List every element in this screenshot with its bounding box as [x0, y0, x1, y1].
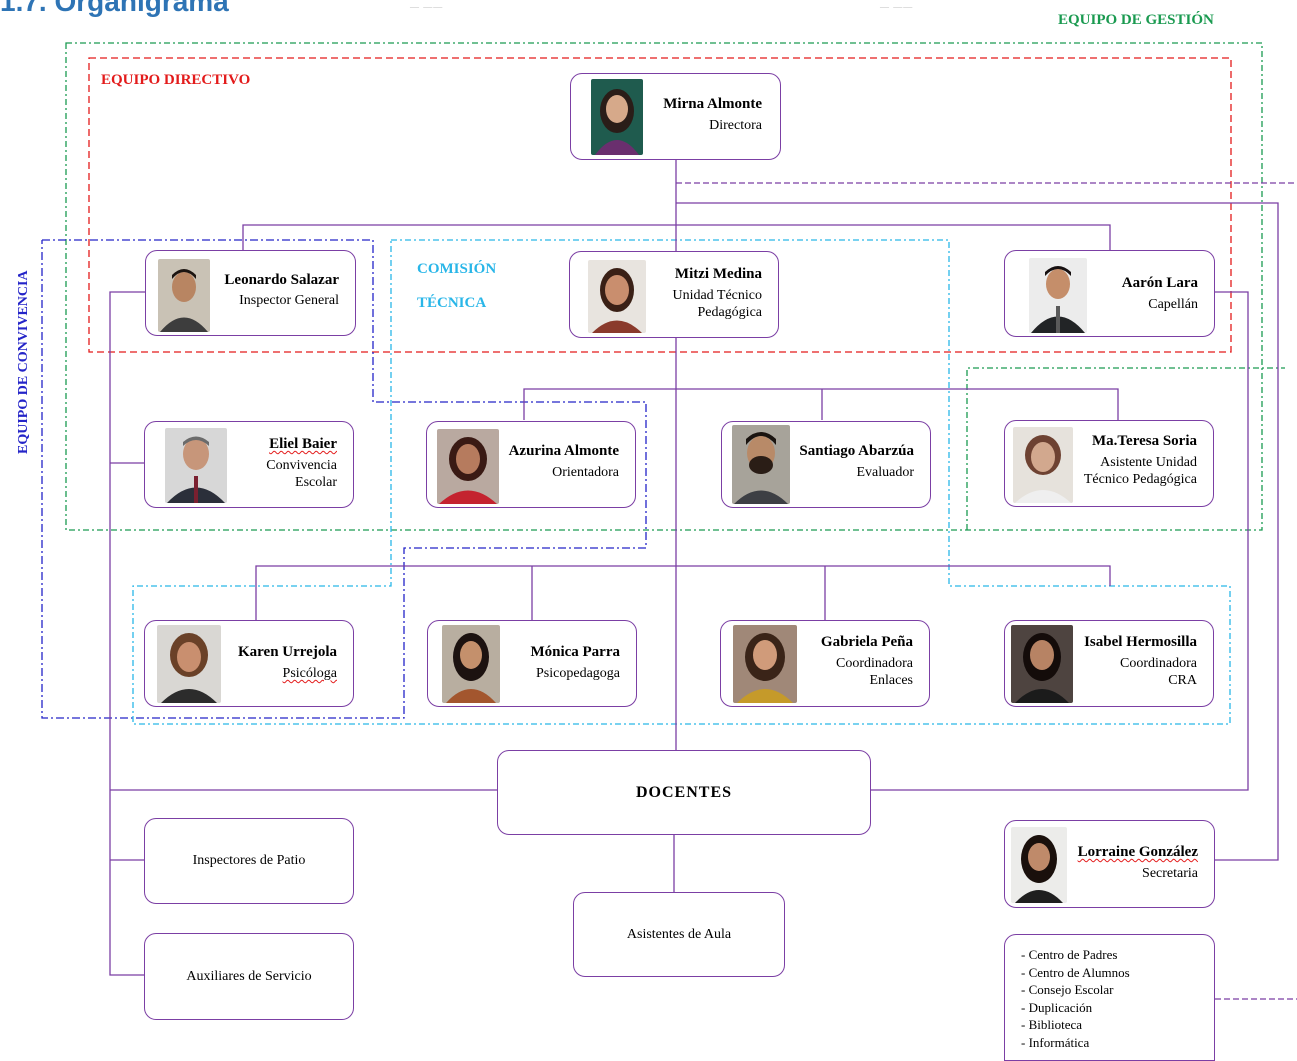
equipo-gestion-boundary	[65, 42, 1263, 531]
faint-mark: — ——	[880, 2, 914, 12]
comision-tecnica-label: COMISIÓN TÉCNICA	[417, 252, 496, 320]
role-line: Unidad Técnico	[672, 288, 762, 303]
portrait-photo	[732, 425, 790, 504]
portrait-photo	[165, 428, 227, 503]
list-item: Centro de Alumnos	[1021, 964, 1130, 982]
person-name: Gabriela Peña	[820, 634, 913, 650]
person-name: Eliel Baier	[269, 436, 337, 453]
portrait-photo	[733, 625, 797, 703]
portrait-photo	[1011, 625, 1073, 703]
auxiliares-servicio-box[interactable]: Auxiliares de Servicio	[144, 933, 354, 1020]
card-teresa-soria[interactable]: Ma.Teresa Soria Asistente Unidad Técnico…	[1004, 420, 1214, 507]
line-right-bus	[676, 202, 1279, 861]
list-item: Consejo Escolar	[1021, 981, 1130, 999]
person-name: Mirna Almonte	[663, 96, 762, 112]
portrait-photo	[1011, 827, 1067, 903]
list-item: Duplicación	[1021, 999, 1130, 1017]
person-role: Directora	[709, 118, 762, 133]
name-text: Lorraine González	[1077, 844, 1198, 860]
person-name: Leonardo Salazar	[224, 272, 339, 288]
portrait-photo	[588, 260, 646, 333]
person-name: Mónica Parra	[530, 644, 620, 660]
person-role: Evaluador	[856, 465, 914, 480]
role-line: Coordinadora	[1120, 656, 1197, 671]
person-name: Azurina Almonte	[508, 443, 619, 459]
portrait-photo	[1029, 258, 1087, 333]
person-role: Secretaria	[1142, 866, 1198, 881]
person-role: Capellán	[1148, 297, 1198, 312]
portrait-photo	[158, 259, 210, 332]
role-line: Asistente Unidad	[1100, 455, 1197, 470]
person-role: Psicóloga	[283, 665, 337, 682]
person-role: Psicopedagoga	[536, 666, 620, 681]
person-name: Ma.Teresa Soria	[1092, 433, 1197, 449]
person-role: Unidad Técnico Pedagógica	[672, 287, 762, 321]
role-line: Técnico Pedagógica	[1083, 472, 1197, 487]
name-text: Santiago Abarzúa	[799, 443, 914, 459]
person-role: Coordinadora Enlaces	[836, 655, 913, 689]
person-name: Santiago Abarzúa	[799, 443, 914, 460]
line-level3	[523, 388, 1119, 420]
line-left-bus	[109, 291, 145, 976]
other-units-list: Centro de Padres Centro de Alumnos Conse…	[1021, 946, 1130, 1051]
line-level4	[255, 565, 1111, 620]
card-monica-parra[interactable]: Mónica Parra Psicopedagoga	[427, 620, 637, 707]
person-name: Lorraine González	[1078, 844, 1198, 861]
faint-mark: — ——	[410, 2, 444, 12]
card-mirna-almonte[interactable]: Mirna Almonte Directora	[570, 73, 781, 160]
card-aaron-lara[interactable]: Aarón Lara Capellán	[1004, 250, 1215, 337]
comision-tecnica-line2: TÉCNICA	[417, 295, 487, 311]
role-line: CRA	[1168, 673, 1197, 688]
role-line: Enlaces	[869, 673, 913, 688]
asistentes-aula-box[interactable]: Asistentes de Aula	[573, 892, 785, 977]
line-aaron-bus	[871, 291, 1249, 791]
role-line: Convivencia	[266, 458, 337, 473]
name-text: Karen Urrejola	[237, 644, 337, 660]
line-level1	[242, 224, 1111, 250]
card-isabel-hermosilla[interactable]: Isabel Hermosilla Coordinadora CRA	[1004, 620, 1214, 707]
role-line: Escolar	[295, 475, 337, 490]
list-item: Biblioteca	[1021, 1016, 1130, 1034]
card-karen-urrejola[interactable]: Karen Urrejola Psicóloga	[144, 620, 354, 707]
card-eliel-baier[interactable]: Eliel Baier Convivencia Escolar	[144, 421, 354, 508]
inspectores-patio-box[interactable]: Inspectores de Patio	[144, 818, 354, 904]
portrait-photo	[591, 79, 643, 155]
person-role: Convivencia Escolar	[266, 457, 337, 491]
list-item: Centro de Padres	[1021, 946, 1130, 964]
role-line: Coordinadora	[836, 656, 913, 671]
equipo-convivencia-boundary	[41, 239, 647, 719]
portrait-photo	[442, 625, 500, 703]
equipo-directivo-label: EQUIPO DIRECTIVO	[101, 72, 251, 88]
person-role: Coordinadora CRA	[1120, 655, 1197, 689]
portrait-photo	[1013, 427, 1073, 503]
comision-tecnica-boundary	[132, 239, 1231, 725]
card-santiago-abarzua[interactable]: Santiago Abarzúa Evaluador	[721, 421, 931, 508]
card-leonardo-salazar[interactable]: Leonardo Salazar Inspector General	[145, 250, 356, 336]
person-role: Inspector General	[239, 293, 339, 308]
role-line: Pedagógica	[697, 305, 762, 320]
comision-tecnica-line1: COMISIÓN	[417, 261, 497, 277]
equipo-convivencia-label: EQUIPO DE CONVIVENCIA	[16, 270, 31, 454]
equipo-directivo-boundary	[88, 57, 1232, 353]
name-text: Eliel Baier	[269, 436, 337, 452]
person-name: Aarón Lara	[1121, 275, 1198, 291]
page-heading: 1.7. Organigrama	[0, 0, 229, 17]
portrait-photo	[157, 625, 221, 703]
docentes-box[interactable]: DOCENTES	[497, 750, 871, 835]
role-text: Psicóloga	[282, 666, 337, 681]
card-mitzi-medina[interactable]: Mitzi Medina Unidad Técnico Pedagógica	[569, 251, 779, 338]
person-role: Orientadora	[552, 465, 619, 480]
person-name: Isabel Hermosilla	[1084, 634, 1197, 650]
card-azurina-almonte[interactable]: Azurina Almonte Orientadora	[426, 421, 636, 508]
gestion-side-boundary	[966, 367, 1285, 530]
card-lorraine-gonzalez[interactable]: Lorraine González Secretaria	[1004, 820, 1215, 908]
list-item: Informática	[1021, 1034, 1130, 1052]
equipo-gestion-label: EQUIPO DE GESTIÓN	[1058, 12, 1214, 28]
portrait-photo	[437, 429, 499, 504]
person-role: Asistente Unidad Técnico Pedagógica	[1084, 454, 1197, 488]
person-name: Mitzi Medina	[674, 266, 762, 282]
card-gabriela-pena[interactable]: Gabriela Peña Coordinadora Enlaces	[720, 620, 930, 707]
person-name: Karen Urrejola	[238, 644, 337, 661]
